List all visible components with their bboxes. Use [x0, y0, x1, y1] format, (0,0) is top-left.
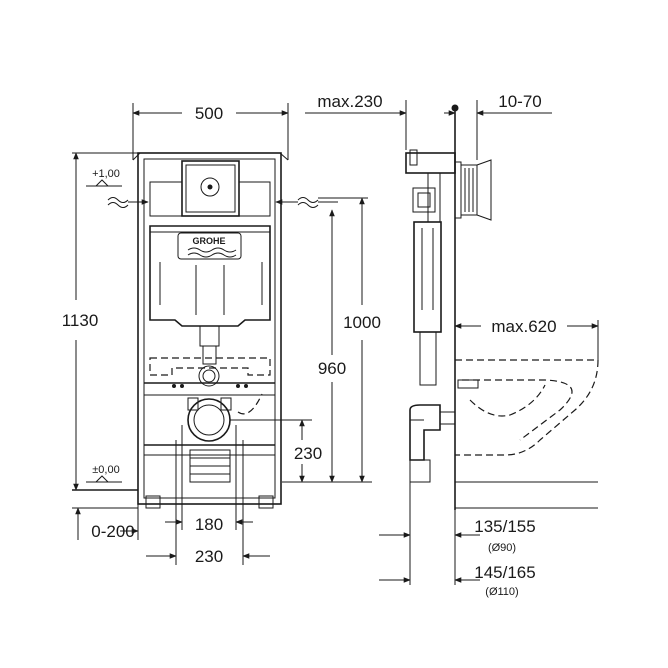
level-marker-top: +1,00 — [86, 168, 122, 187]
level-top-label: +1,00 — [92, 168, 120, 180]
drain-spacing-dimension: 180 — [165, 425, 253, 534]
bowl-outline-front — [149, 357, 271, 376]
height-dimension: 1130 — [62, 152, 138, 491]
drain-height-label: 230 — [294, 444, 322, 463]
width-dimension: 500 — [132, 103, 289, 160]
level-marker-floor: ±0,00 — [86, 464, 122, 483]
pipe-110-dimension: 145/165 (Ø110) — [379, 563, 536, 598]
inlet-height-dimension: 1000 — [318, 197, 381, 483]
cistern: GROHE — [149, 225, 271, 327]
drain-width-label: 230 — [195, 547, 223, 566]
outlet-height-label: 960 — [318, 359, 346, 378]
pipe-90-diameter-label: (Ø90) — [488, 542, 516, 554]
floor-offset-dimension: 0-200 — [72, 504, 139, 541]
width-label: 500 — [195, 104, 223, 123]
floor-offset-label: 0-200 — [91, 522, 134, 541]
frame-side — [405, 149, 456, 386]
front-view: GROHE — [62, 103, 381, 566]
drain-outlet — [172, 384, 263, 483]
level-floor-label: ±0,00 — [92, 464, 119, 476]
drain-height-dimension: 230 — [230, 419, 372, 483]
flush-pipe — [198, 325, 220, 387]
bowl-length-dimension: max.620 — [454, 316, 599, 362]
side-view: max.230 10-70 max.620 135/155 (Ø90) — [305, 92, 599, 598]
water-inlet-left — [107, 197, 149, 208]
pipe-110-offset-label: 145/165 — [474, 563, 535, 582]
outlet-height-dimension: 960 — [318, 201, 346, 483]
pipe-90-offset-label: 135/155 — [474, 517, 535, 536]
depth-label: max.230 — [317, 92, 382, 111]
pipe-90-dimension: 135/155 (Ø90) — [379, 482, 536, 585]
water-inlet-right — [275, 197, 319, 208]
inlet-height-label: 1000 — [343, 313, 381, 332]
drain-pipe-side — [409, 404, 455, 483]
drain-width-dimension: 230 — [146, 440, 270, 566]
actuator-side — [454, 159, 492, 221]
pipe-110-diameter-label: (Ø110) — [485, 586, 518, 598]
flush-plate — [149, 160, 271, 217]
height-label: 1130 — [62, 311, 99, 330]
bowl-length-label: max.620 — [491, 317, 556, 336]
depth-dimension: max.230 — [305, 92, 407, 150]
toilet-bowl-outline — [455, 359, 599, 456]
wall-adjust-dimension: 10-70 — [444, 92, 552, 160]
wall-adjust-label: 10-70 — [498, 92, 541, 111]
grohe-logo: GROHE — [192, 236, 225, 246]
drain-spacing-label: 180 — [195, 515, 223, 534]
installation-frame — [132, 152, 289, 509]
